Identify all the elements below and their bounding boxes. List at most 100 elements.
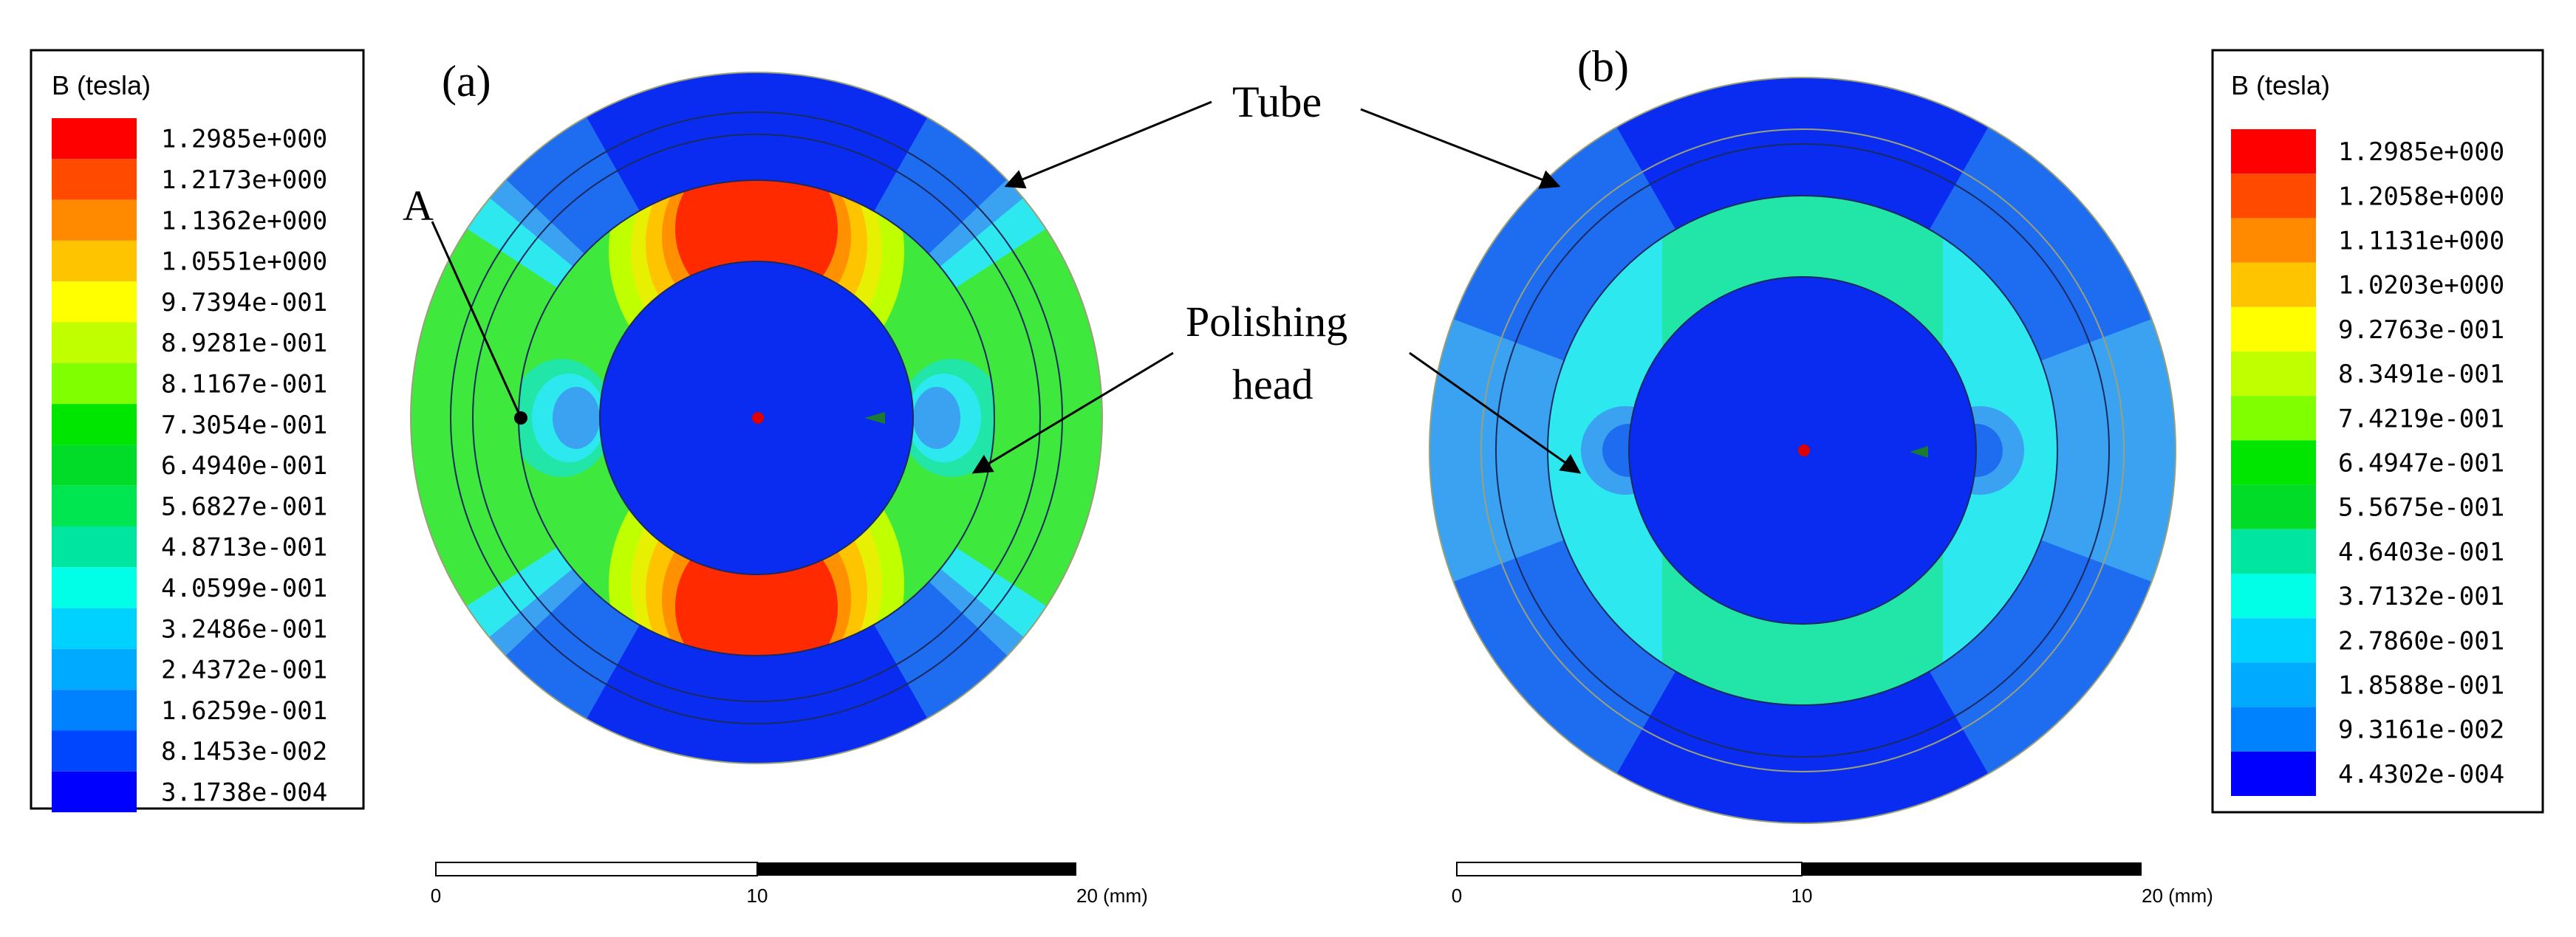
legend-a-value-9: 5.6827e-001 xyxy=(161,492,327,521)
scale-b-tick-10: 10 xyxy=(1791,885,1813,907)
legend-b-value-7: 6.4947e-001 xyxy=(2338,449,2504,478)
legend-a-swatches xyxy=(52,118,137,813)
panel-a-label: (a) xyxy=(442,57,491,106)
legend-b-value-5: 8.3491e-001 xyxy=(2338,360,2504,389)
legend-a-swatch-14 xyxy=(52,690,137,731)
legend-b-swatch-13 xyxy=(2231,707,2316,752)
legend-a-swatch-0 xyxy=(52,118,137,159)
legend-a-value-5: 8.9281e-001 xyxy=(161,329,327,358)
scale-b-tick-20: 20 (mm) xyxy=(2142,885,2213,907)
legend-a-swatch-4 xyxy=(52,281,137,323)
panel-a-origin-icon xyxy=(752,412,764,424)
legend-a-value-1: 1.2173e+000 xyxy=(161,165,327,195)
legend-b-swatch-9 xyxy=(2231,529,2316,574)
legend-a-value-2: 1.1362e+000 xyxy=(161,206,327,236)
scale-bar-a: 0 10 20 (mm) xyxy=(431,862,1148,907)
polishing-head-arrow-b xyxy=(1409,351,1582,474)
tube-label: Tube xyxy=(1232,78,1322,126)
legend-a-value-0: 1.2985e+000 xyxy=(161,125,327,154)
scale-a-tick-20: 20 (mm) xyxy=(1076,885,1148,907)
tube-arrow-b xyxy=(1360,108,1561,189)
legend-b-value-0: 1.2985e+000 xyxy=(2338,137,2504,167)
polishing-head-label-line2: head xyxy=(1232,360,1313,408)
legend-a-labels: 1.2985e+000 1.2173e+000 1.1362e+000 1.0551e… xyxy=(161,125,327,808)
legend-a-swatch-9 xyxy=(52,485,137,526)
legend-b-swatch-4 xyxy=(2231,306,2316,351)
legend-a-value-13: 2.4372e-001 xyxy=(161,656,327,685)
legend-a-swatch-3 xyxy=(52,240,137,282)
panel-b: (b) 0 10 20 (mm) xyxy=(1429,42,2213,907)
legend-a-value-11: 4.0599e-001 xyxy=(161,574,327,603)
legend-b-swatch-6 xyxy=(2231,396,2316,441)
legend-a-value-12: 3.2486e-001 xyxy=(161,614,327,644)
legend-b-swatch-1 xyxy=(2231,174,2316,219)
legend-a-value-4: 9.7394e-001 xyxy=(161,288,327,318)
legend-b-value-2: 1.1131e+000 xyxy=(2338,227,2504,256)
legend-a-swatch-11 xyxy=(52,567,137,608)
polishing-head-label-line1: Polishing xyxy=(1186,298,1347,346)
legend-b-swatches xyxy=(2231,129,2316,796)
panel-b-axis-icon xyxy=(1910,446,1928,458)
legend-b-swatch-12 xyxy=(2231,662,2316,707)
legend-b-swatch-11 xyxy=(2231,618,2316,663)
legend-b-value-3: 1.0203e+000 xyxy=(2338,271,2504,301)
legend-b-value-1: 1.2058e+000 xyxy=(2338,182,2504,211)
scale-a-tick-10: 10 xyxy=(747,885,768,907)
legend-a-swatch-8 xyxy=(52,445,137,486)
legend-a-value-10: 4.8713e-001 xyxy=(161,533,327,563)
legend-a-value-3: 1.0551e+000 xyxy=(161,247,327,277)
callouts: Tube Polishing head xyxy=(971,78,1582,474)
polishing-head-arrow-a xyxy=(971,351,1174,474)
legend-a-value-16: 3.1738e-004 xyxy=(161,778,327,807)
legend-b-swatch-7 xyxy=(2231,440,2316,485)
legend-a-swatch-7 xyxy=(52,404,137,445)
legend-a-swatch-6 xyxy=(52,363,137,405)
legend-a-value-15: 8.1453e-002 xyxy=(161,737,327,766)
scale-bar-b: 0 10 20 (mm) xyxy=(1452,862,2213,907)
legend-a-swatch-5 xyxy=(52,322,137,363)
legend-b-value-11: 2.7860e-001 xyxy=(2338,626,2504,656)
legend-b-swatch-8 xyxy=(2231,484,2316,529)
legend-a-swatch-16 xyxy=(52,771,137,813)
legend-b-swatch-10 xyxy=(2231,574,2316,619)
legend-b-value-13: 9.3161e-002 xyxy=(2338,715,2504,745)
panel-b-label: (b) xyxy=(1577,42,1629,91)
legend-a-swatch-10 xyxy=(52,526,137,568)
panel-a-axis-icon xyxy=(864,412,885,424)
point-a-label: A xyxy=(403,182,434,230)
legend-b-swatch-0 xyxy=(2231,129,2316,174)
legend-b-value-12: 1.8588e-001 xyxy=(2338,671,2504,701)
legend-b-swatch-2 xyxy=(2231,218,2316,263)
legend-a-swatch-15 xyxy=(52,730,137,772)
panel-a: (a) xyxy=(403,57,1148,907)
legend-a-swatch-1 xyxy=(52,159,137,200)
legend-b: B (tesla) 1.2985e+000 1.2058e+000 1.1131e+… xyxy=(2211,49,2544,814)
legend-b-value-9: 4.6403e-001 xyxy=(2338,538,2504,567)
legend-b-swatch-3 xyxy=(2231,262,2316,307)
legend-b-swatch-5 xyxy=(2231,351,2316,397)
legend-b-value-14: 4.4302e-004 xyxy=(2338,760,2504,789)
legend-a-value-8: 6.4940e-001 xyxy=(161,451,327,481)
legend-a-swatch-2 xyxy=(52,199,137,241)
legend-a-value-14: 1.6259e-001 xyxy=(161,696,327,726)
tube-arrow-a xyxy=(1004,100,1212,189)
legend-b-swatch-14 xyxy=(2231,751,2316,796)
legend-b-value-10: 3.7132e-001 xyxy=(2338,582,2504,611)
legend-a-value-6: 8.1167e-001 xyxy=(161,369,327,399)
legend-a-value-7: 7.3054e-001 xyxy=(161,411,327,440)
legend-a: B (tesla) 1.2985e+000 1.2173e+000 1.1362e+… xyxy=(30,49,365,813)
legend-a-swatch-12 xyxy=(52,608,137,649)
scale-b-tick-0: 0 xyxy=(1452,885,1462,907)
legend-b-title: B (tesla) xyxy=(2231,70,2330,100)
scale-a-tick-0: 0 xyxy=(431,885,441,907)
point-a-leader xyxy=(431,221,522,419)
legend-b-value-8: 5.5675e-001 xyxy=(2338,493,2504,523)
legend-b-value-4: 9.2763e-001 xyxy=(2338,315,2504,345)
legend-b-value-6: 7.4219e-001 xyxy=(2338,404,2504,433)
legend-a-swatch-13 xyxy=(52,648,137,690)
legend-b-labels: 1.2985e+000 1.2058e+000 1.1131e+000 1.0203e… xyxy=(2338,137,2504,789)
panel-b-origin-icon xyxy=(1798,445,1810,456)
legend-a-title: B (tesla) xyxy=(52,70,151,100)
